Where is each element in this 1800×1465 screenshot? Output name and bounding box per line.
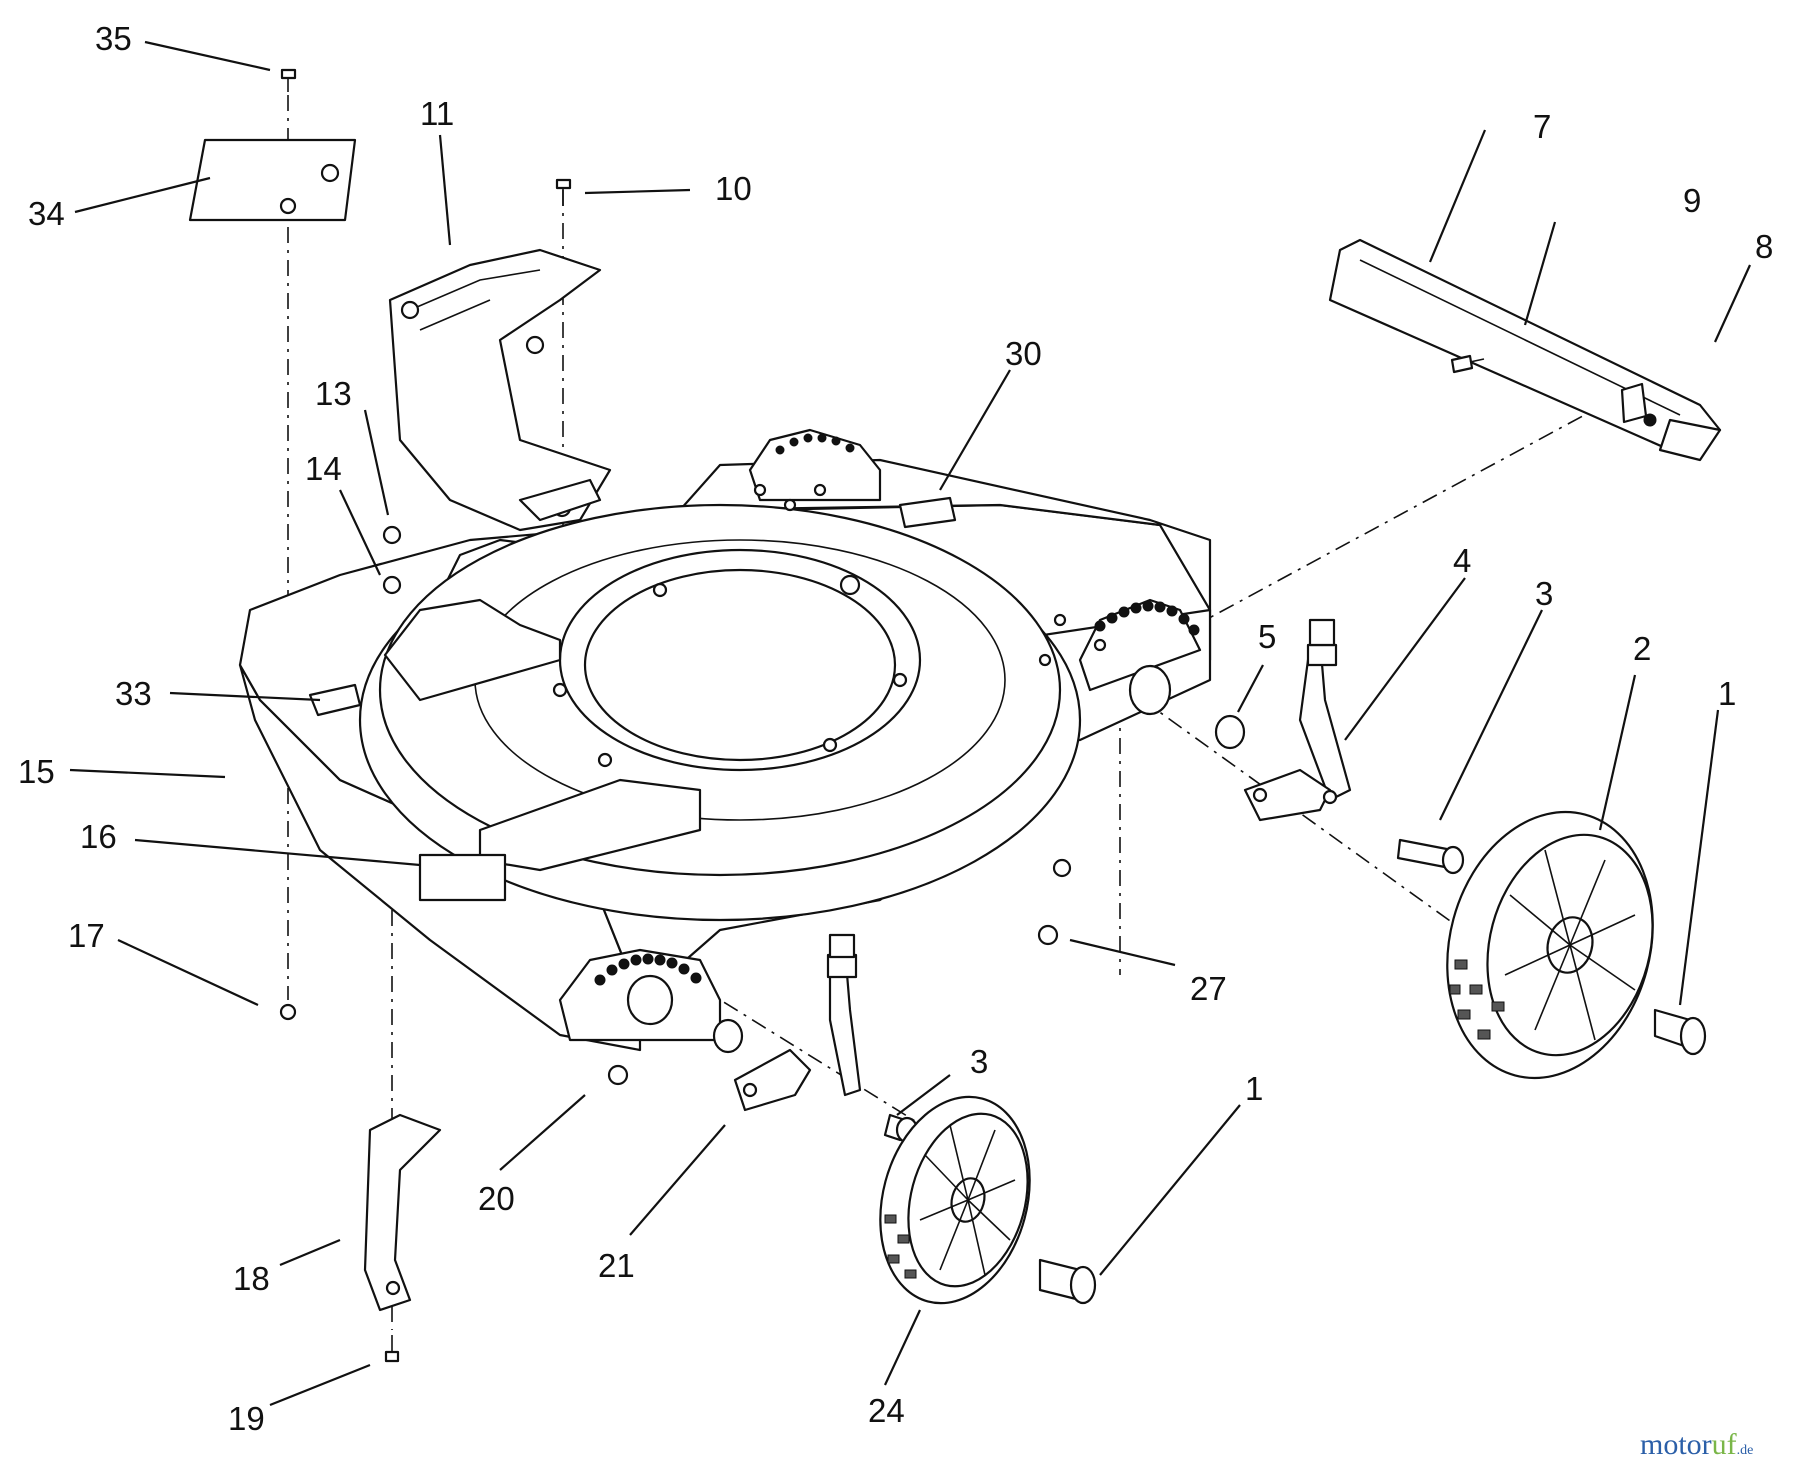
callout-20: 20 — [478, 1180, 515, 1217]
callout-4: 4 — [1453, 542, 1471, 579]
bolts-3 — [883, 838, 1465, 1144]
discharge-chute — [388, 248, 612, 532]
watermark-logo: motoruf.de — [1640, 1428, 1753, 1462]
callout-16: 16 — [80, 818, 117, 855]
callout-numbers: 35 34 11 10 13 14 33 15 16 17 18 19 20 2… — [18, 20, 1773, 1437]
callout-27: 27 — [1190, 970, 1227, 1007]
clamp-18 — [363, 1113, 442, 1312]
callout-3-front: 3 — [970, 1043, 988, 1080]
callout-11: 11 — [420, 95, 454, 132]
watermark-accent: uf — [1711, 1428, 1737, 1461]
callout-8: 8 — [1755, 228, 1773, 265]
hardware — [188, 68, 1485, 1363]
callout-15: 15 — [18, 753, 55, 790]
callout-5: 5 — [1258, 618, 1276, 655]
callout-3-rear: 3 — [1535, 575, 1553, 612]
callout-9: 9 — [1683, 182, 1701, 219]
callout-35: 35 — [95, 20, 132, 57]
callout-34: 34 — [28, 195, 65, 232]
callout-24: 24 — [868, 1392, 905, 1429]
callout-17: 17 — [68, 917, 105, 954]
callout-21: 21 — [598, 1247, 635, 1284]
watermark-tld: .de — [1736, 1443, 1754, 1458]
axle-bolts-1 — [1038, 1008, 1707, 1305]
callout-13: 13 — [315, 375, 352, 412]
watermark-main: motor — [1640, 1428, 1712, 1461]
callout-7: 7 — [1533, 108, 1551, 145]
leader-lines — [69, 40, 1752, 1407]
callout-1-rear: 1 — [1718, 675, 1736, 712]
front-wheel — [879, 1095, 1031, 1305]
callout-14: 14 — [305, 450, 342, 487]
callout-33: 33 — [115, 675, 152, 712]
callout-10: 10 — [715, 170, 752, 207]
rear-chute — [1328, 238, 1722, 462]
callout-19: 19 — [228, 1400, 265, 1437]
decals — [308, 683, 507, 902]
height-arm-front — [733, 933, 862, 1112]
mower-deck — [238, 428, 1212, 1052]
callout-18: 18 — [233, 1260, 270, 1297]
callout-2: 2 — [1633, 630, 1651, 667]
callout-30: 30 — [1005, 335, 1042, 372]
height-arm-rear — [1243, 618, 1352, 822]
callout-1-front: 1 — [1245, 1070, 1263, 1107]
rear-wheel — [1446, 810, 1654, 1080]
